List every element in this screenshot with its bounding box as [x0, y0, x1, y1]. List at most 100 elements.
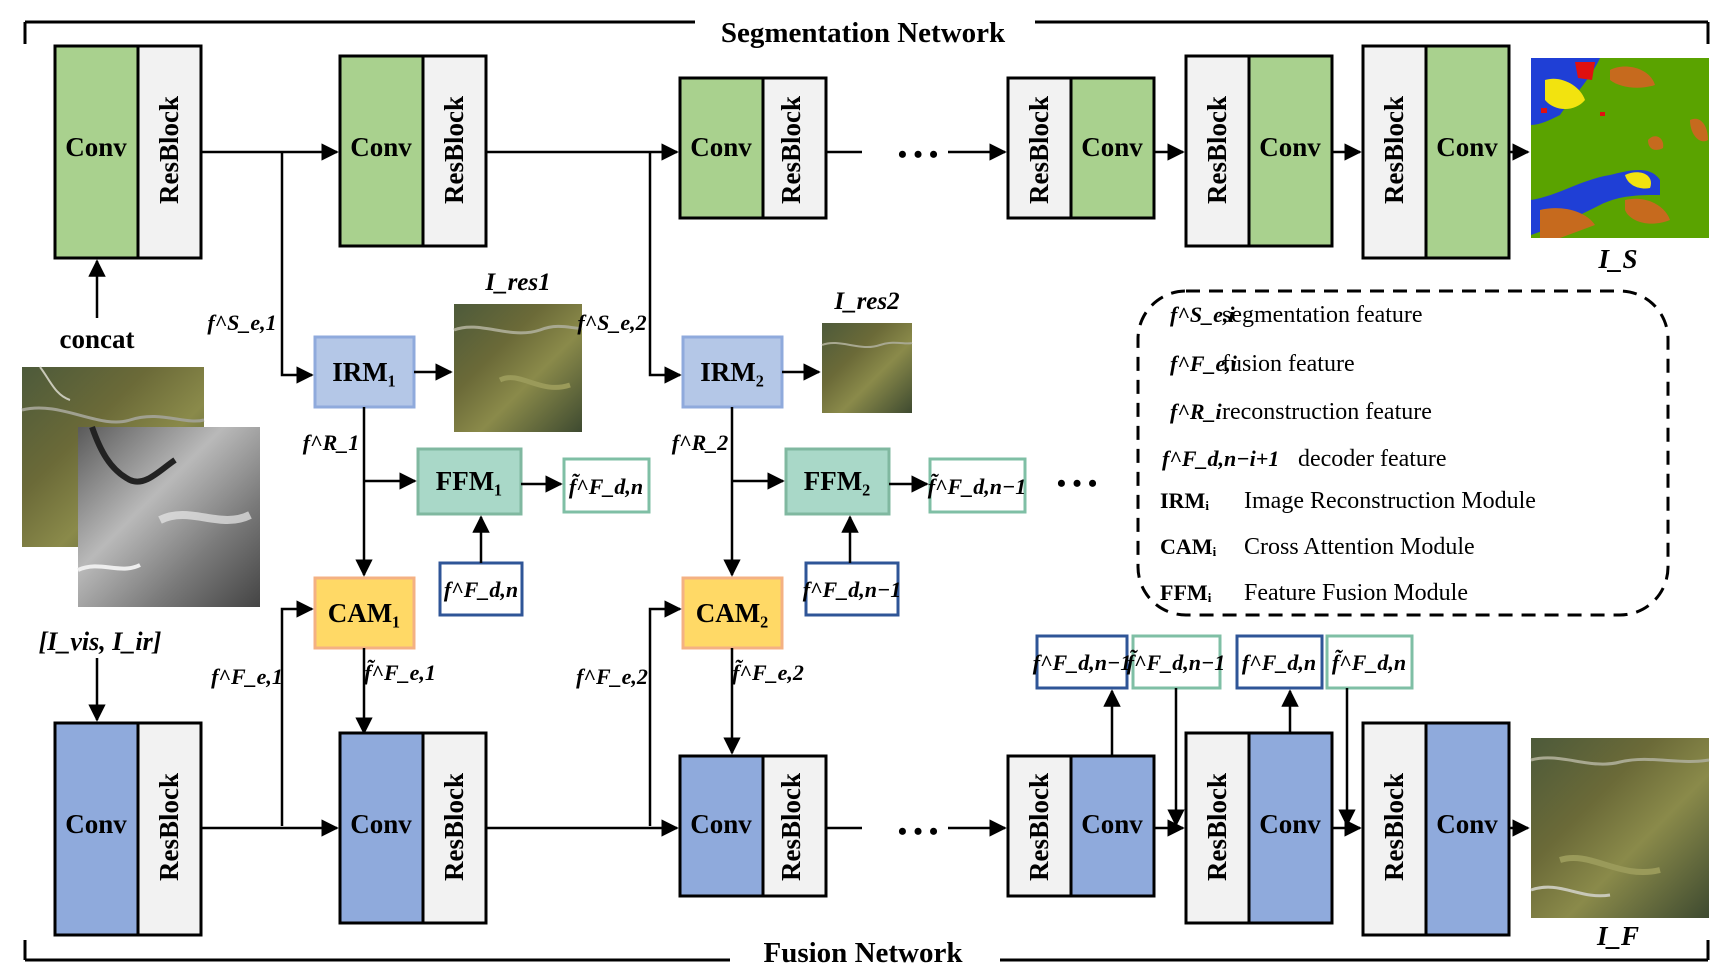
resblock-label: ResBlock [1202, 96, 1232, 204]
legend-text: Cross Attention Module [1244, 534, 1475, 560]
ffm1-output: f̃^F_d,n [562, 457, 651, 514]
legend-item: f^F_e,i fusion feature [1170, 351, 1355, 377]
resblock-label: ResBlock [1379, 773, 1409, 881]
ires1-label: I_res1 [484, 269, 550, 296]
resblock-label: ResBlock [1202, 773, 1232, 881]
fusion-title-bar: Fusion Network [23, 937, 1710, 969]
legend-text: reconstruction feature [1222, 399, 1432, 425]
if-label: I_F [1596, 921, 1639, 951]
resblock-label: ResBlock [1024, 773, 1054, 881]
fus-block-3: Conv ResBlock [678, 754, 828, 898]
is-label: I_S [1597, 244, 1637, 274]
mid-ellipsis: • • • [1057, 469, 1097, 498]
fus-block-2: Conv ResBlock [338, 731, 488, 925]
ft-e2-label: f̃^F_e,2 [732, 660, 804, 685]
middle-arrows [280, 363, 929, 826]
ffm-2: FFM₂ [784, 447, 891, 516]
segmentation-title-bar: Segmentation Network [23, 17, 1710, 49]
fus-block-1: Conv ResBlock [53, 721, 203, 937]
fused-image [1530, 738, 1710, 918]
ires2-label: I_res2 [833, 288, 899, 315]
conv-label: Conv [1081, 809, 1143, 839]
conv-label: Conv [350, 809, 412, 839]
irm-1-label: IRM₁ [332, 357, 396, 387]
conv-label: Conv [65, 809, 127, 839]
ffm2-output: f̃^F_d,n−1 [928, 457, 1027, 514]
legend-item: f^R_i reconstruction feature [1170, 399, 1432, 425]
irm-2: IRM₂ [681, 335, 784, 409]
seg-block-2: Conv ResBlock [338, 54, 488, 248]
fF-dn-text: f^F_d,n [444, 577, 518, 602]
conv-label: Conv [1436, 132, 1498, 162]
legend-symbol: f^S_e,i [1170, 302, 1235, 327]
fus-ellipsis: • • • [898, 817, 938, 846]
legend-symbol: FFMᵢ [1160, 580, 1212, 605]
ffm-2-label: FFM₂ [804, 466, 871, 496]
ft-dn-text: f̃^F_d,n [569, 474, 643, 499]
conv-label: Conv [1436, 809, 1498, 839]
legend-text: fusion feature [1222, 351, 1355, 377]
fS-e2-label: f^S_e,2 [577, 310, 646, 335]
conv-label: Conv [1081, 132, 1143, 162]
ffm-1-label: FFM₁ [436, 466, 503, 496]
irm-2-label: IRM₂ [700, 357, 764, 387]
seg-ellipsis: • • • [898, 140, 938, 169]
legend-text: decoder feature [1298, 446, 1447, 472]
resblock-label: ResBlock [1024, 96, 1054, 204]
cam-1-label: CAM₁ [328, 598, 401, 628]
segmentation-map-image [1531, 58, 1709, 238]
legend-item: CAMᵢ Cross Attention Module [1160, 534, 1475, 560]
legend-symbol: f^F_d,n−i+1 [1162, 446, 1279, 471]
ft-e1-label: f̃^F_e,1 [364, 660, 436, 685]
conv-label: Conv [690, 132, 752, 162]
seg-block-5: ResBlock Conv [1184, 54, 1334, 248]
dec-fdn-text: f^F_d,n [1242, 650, 1316, 675]
fF-dn1-text: f^F_d,n−1 [803, 577, 902, 602]
seg-block-6: ResBlock Conv [1361, 44, 1511, 260]
resblock-label: ResBlock [439, 96, 469, 204]
conv-label: Conv [1259, 132, 1321, 162]
legend-text: Feature Fusion Module [1244, 580, 1468, 606]
dec-box-fdn: f^F_d,n [1235, 634, 1324, 690]
conv-label: Conv [690, 809, 752, 839]
legend-symbol: CAMᵢ [1160, 534, 1217, 559]
legend-text: Image Reconstruction Module [1244, 488, 1536, 514]
cam-1: CAM₁ [313, 576, 416, 650]
fus-block-6: ResBlock Conv [1361, 721, 1511, 937]
fF-e2-label: f^F_e,2 [576, 664, 648, 689]
legend-symbol: IRMᵢ [1160, 488, 1209, 513]
cam-2: CAM₂ [681, 576, 784, 650]
ffm2-decoder-input: f^F_d,n−1 [803, 561, 902, 617]
irm-1: IRM₁ [313, 335, 416, 409]
conv-label: Conv [350, 132, 412, 162]
input-image-stack [21, 366, 260, 607]
resblock-label: ResBlock [154, 96, 184, 204]
seg-row-arrows [88, 143, 1530, 384]
legend-symbol: f^R_i [1170, 399, 1223, 424]
cam-2-label: CAM₂ [696, 598, 769, 628]
fF-e1-label: f^F_e,1 [211, 664, 283, 689]
legend-text: segmentation feature [1222, 302, 1423, 328]
seg-block-1: Conv ResBlock [53, 44, 203, 260]
fus-block-5: ResBlock Conv [1184, 731, 1334, 925]
ffm-1: FFM₁ [416, 447, 523, 516]
ft-dn1-text: f̃^F_d,n−1 [928, 474, 1027, 499]
resblock-label: ResBlock [154, 773, 184, 881]
conv-label: Conv [65, 132, 127, 162]
fS-e1-label: f^S_e,1 [207, 310, 276, 335]
resblock-label: ResBlock [1379, 96, 1409, 204]
dec-ftdn-text: f̃^F_d,n [1332, 650, 1406, 675]
ires2-image [821, 323, 913, 413]
fR-1-label: f^R_1 [303, 430, 360, 455]
input-pair-label: [I_vis, I_ir] [39, 627, 162, 656]
fusion-network-title: Fusion Network [764, 937, 964, 969]
legend-item: FFMᵢ Feature Fusion Module [1160, 580, 1468, 606]
concat-label: concat [60, 324, 135, 354]
fus-row-arrows [88, 658, 1530, 837]
dec-box-ftdn: f̃^F_d,n [1325, 634, 1414, 690]
ires1-image [453, 304, 583, 432]
legend-item: f^S_e,i segmentation feature [1170, 302, 1423, 328]
dec-box-ftdn1: f̃^F_d,n−1 [1127, 634, 1225, 690]
resblock-label: ResBlock [776, 773, 806, 881]
